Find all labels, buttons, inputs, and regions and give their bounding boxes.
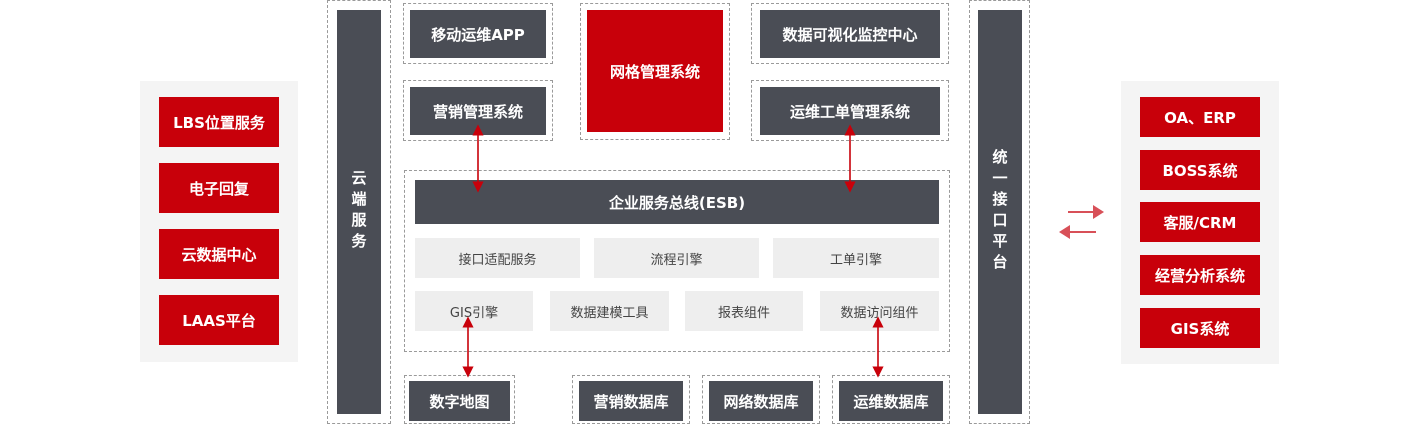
cloud-service-label: 云端服务 <box>349 170 368 254</box>
exchange-arrow-right-head <box>1093 205 1104 219</box>
data-viz-box: 数据可视化监控中心 <box>760 10 940 58</box>
esb-workorder-engine: 工单引擎 <box>773 238 939 278</box>
esb-gis-engine: GIS引擎 <box>415 291 533 331</box>
network-db-frame: 网络数据库 <box>702 375 820 424</box>
digital-map-frame: 数字地图 <box>404 375 515 424</box>
marketing-mgmt-frame: 营销管理系统 <box>403 80 553 141</box>
interface-platform-label: 统一接口平台 <box>990 149 1009 275</box>
cloud-service-bar: 云端服务 <box>337 10 381 414</box>
ops-db-box: 运维数据库 <box>839 381 943 421</box>
interface-platform-frame: 统一接口平台 <box>969 0 1030 424</box>
left-services-panel: LBS位置服务 电子回复 云数据中心 LAAS平台 <box>140 81 298 362</box>
cloud-service-frame: 云端服务 <box>327 0 391 424</box>
right-system-gis: GIS系统 <box>1140 308 1260 348</box>
ops-db-frame: 运维数据库 <box>832 375 950 424</box>
left-service-lbs: LBS位置服务 <box>159 97 279 147</box>
digital-map-box: 数字地图 <box>409 381 510 421</box>
right-system-boss: BOSS系统 <box>1140 150 1260 190</box>
esb-data-modeling: 数据建模工具 <box>550 291 669 331</box>
grid-system-box: 网格管理系统 <box>587 10 723 132</box>
left-service-cloud-data: 云数据中心 <box>159 229 279 279</box>
left-service-laas: LAAS平台 <box>159 295 279 345</box>
marketing-mgmt-box: 营销管理系统 <box>410 87 546 135</box>
mobile-app-frame: 移动运维APP <box>403 3 553 64</box>
network-db-box: 网络数据库 <box>709 381 813 421</box>
exchange-arrow-left-head <box>1059 225 1070 239</box>
right-systems-panel: OA、ERP BOSS系统 客服/CRM 经营分析系统 GIS系统 <box>1121 81 1279 364</box>
esb-process-engine: 流程引擎 <box>594 238 759 278</box>
mobile-app-box: 移动运维APP <box>410 10 546 58</box>
esb-report-component: 报表组件 <box>685 291 803 331</box>
interface-platform-bar: 统一接口平台 <box>978 10 1022 414</box>
grid-system-frame: 网格管理系统 <box>580 3 730 140</box>
data-viz-frame: 数据可视化监控中心 <box>751 3 949 64</box>
marketing-db-box: 营销数据库 <box>579 381 683 421</box>
right-system-analysis: 经营分析系统 <box>1140 255 1260 295</box>
esb-interface-adapter: 接口适配服务 <box>415 238 580 278</box>
left-service-reply: 电子回复 <box>159 163 279 213</box>
right-system-oa-erp: OA、ERP <box>1140 97 1260 137</box>
right-system-crm: 客服/CRM <box>1140 202 1260 242</box>
